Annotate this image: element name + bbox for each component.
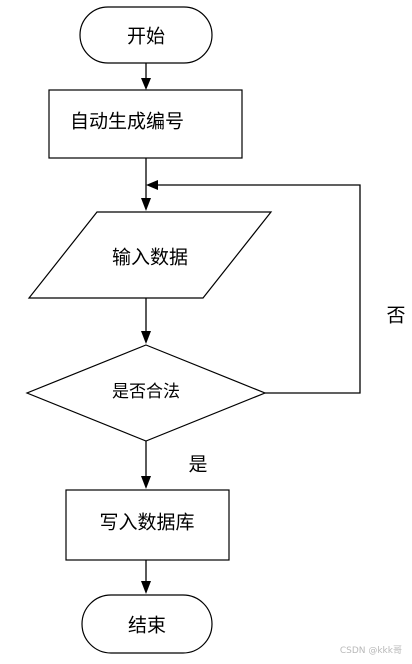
input-data-node: 输入数据	[27, 211, 273, 299]
auto-number-node: 自动生成编号	[48, 89, 243, 159]
edge-input-data-to-is-valid	[141, 298, 151, 344]
edge-is-valid-to-input-data-no: 否	[146, 180, 406, 394]
edge-label-yes: 是	[188, 454, 207, 476]
arrowhead	[141, 78, 151, 90]
end-terminator-shape	[81, 594, 213, 654]
edge-auto-number-to-input-data	[141, 158, 151, 211]
write-db-node: 写入数据库	[65, 489, 230, 561]
input-data-label: 输入数据	[112, 247, 188, 269]
edge-is-valid-to-write-db-yes: 是	[141, 441, 208, 489]
input-data-parallelogram-shape	[27, 211, 273, 299]
edge-label-no: 否	[386, 305, 405, 327]
edge-start-to-auto-number	[141, 63, 151, 90]
arrowhead	[141, 476, 151, 489]
end-node: 结束	[81, 594, 213, 654]
end-label: 结束	[128, 615, 166, 637]
start-label: 开始	[127, 26, 165, 48]
watermark-text: CSDN @kkk哥	[339, 646, 402, 656]
write-db-label: 写入数据库	[99, 512, 194, 534]
arrowhead	[141, 581, 151, 594]
write-db-process-shape	[65, 489, 230, 561]
edge-line	[157, 184, 361, 394]
edge-write-db-to-end	[141, 560, 151, 594]
is-valid-label: 是否合法	[112, 382, 180, 402]
arrowhead	[146, 180, 158, 190]
is-valid-node: 是否合法	[25, 344, 267, 442]
auto-number-process-shape	[48, 89, 243, 159]
auto-number-label: 自动生成编号	[70, 111, 184, 133]
arrowhead	[141, 198, 151, 211]
start-node: 开始	[79, 6, 213, 64]
arrowhead	[141, 331, 151, 344]
